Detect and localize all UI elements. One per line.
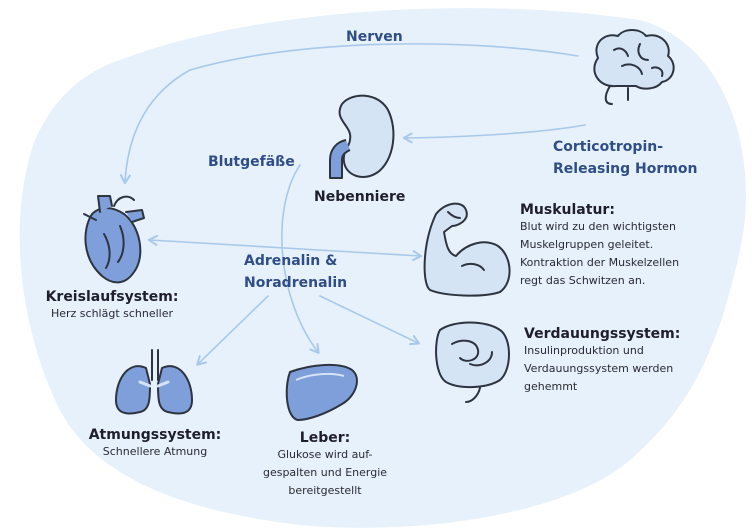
organ-desc-muskulatur-line1: Blut wird zu den wichtigsten [520,220,676,233]
organ-desc-verdauung-line3: gehemmt [524,380,578,393]
organ-desc-kreislauf-line1: Herz schlägt schneller [50,307,174,320]
label-adrenalin-line1: Adrenalin & [244,253,338,269]
organ-title-verdauung: Verdauungssystem: [524,326,681,342]
organ-block-verdauung: Verdauungssystem: Insulinproduktion und … [524,326,680,396]
organ-block-atmung: Atmungssystem: Schnellere Atmung [82,427,228,461]
organ-block-kreislauf: Kreislaufsystem: Herz schlägt schneller [40,289,184,323]
kidney-icon [329,94,395,179]
organ-block-muskulatur: Muskulatur: Blut wird zu den wichtigsten… [520,202,679,290]
intestine-icon [435,321,510,403]
heart-icon [83,195,145,284]
label-blutgefaesse: Blutgefäße [208,154,295,170]
organ-desc-leber-line2: gespalten und Energie [262,466,388,479]
organ-desc-leber-line1: Glukose wird auf- [277,448,373,461]
organ-title-kreislauf: Kreislaufsystem: [45,289,179,305]
organ-title-atmung: Atmungssystem: [88,427,222,443]
label-adrenalin: Adrenalin & Noradrenalin [244,250,347,294]
lungs-icon [115,349,193,415]
label-crh: Corticotropin- Releasing Hormon [553,136,697,180]
organ-desc-muskulatur-line2: Muskelgruppen geleitet. [520,238,654,251]
label-nerven: Nerven [346,29,403,45]
brain-icon [593,29,675,105]
organ-desc-muskulatur-line3: Kontraktion der Muskelzellen [520,256,680,269]
organ-desc-muskulatur-line4: regt das Schwitzen an. [520,274,646,287]
arrow-to-heart-muscle [147,234,423,262]
organ-title-muskulatur: Muskulatur: [520,202,615,218]
arrow-crh [402,124,586,144]
liver-icon [285,363,358,421]
organ-title-leber: Leber: [299,430,351,446]
label-crh-line2: Releasing Hormon [553,161,698,177]
organ-title-nebenniere: Nebenniere [314,189,406,205]
label-adrenalin-line2: Noradrenalin [244,275,348,291]
arrow-to-lungs [196,295,269,366]
background-blob [19,8,746,528]
muscle-arm-icon [423,202,511,297]
organ-desc-verdauung-line2: Verdauungssystem werden [524,362,674,375]
organ-desc-verdauung-line1: Insulinproduktion und [524,344,644,357]
organ-block-leber: Leber: Glukose wird auf- gespalten und E… [250,430,400,500]
arrow-nerven [119,43,579,185]
organ-desc-leber-line3: bereitgestellt [288,484,362,497]
arrow-to-intestine [319,295,421,346]
label-crh-line1: Corticotropin- [553,139,664,155]
organ-desc-atmung-line1: Schnellere Atmung [102,445,208,458]
